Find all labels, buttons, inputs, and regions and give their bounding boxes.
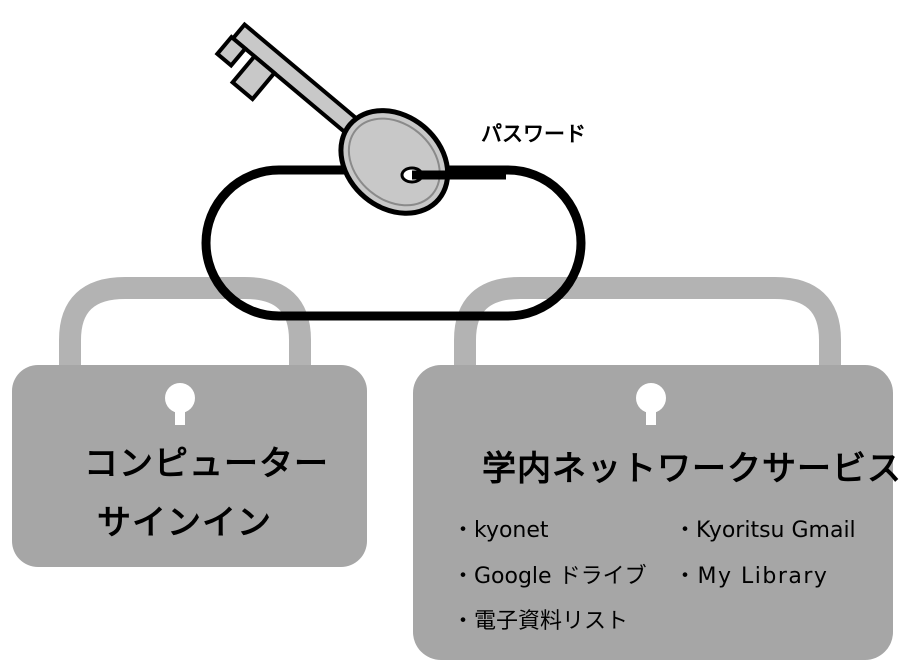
signin-label: サインイン: [97, 503, 272, 543]
left-lock-shackle: [59, 277, 311, 372]
service-item-mylibrary: ・My Library: [674, 564, 829, 589]
service-item-gmail: ・Kyoritsu Gmail: [674, 518, 856, 543]
right-lock-shackle: [454, 277, 841, 372]
left-lock-body: [12, 365, 367, 567]
left-keyhole-icon: [165, 383, 195, 425]
right-keyhole-icon: [636, 383, 666, 425]
service-item-kyonet: ・kyonet: [452, 518, 549, 543]
right-lock-body: [413, 365, 893, 660]
campus-network-title: 学内ネットワークサービス: [482, 449, 900, 489]
key-icon: [214, 21, 451, 216]
service-item-e-resources: ・電子資料リスト: [452, 609, 629, 634]
computer-label: コンピューター: [84, 444, 329, 484]
password-label: パスワード: [481, 122, 586, 146]
service-item-drive: ・Google ドライブ: [452, 564, 647, 589]
